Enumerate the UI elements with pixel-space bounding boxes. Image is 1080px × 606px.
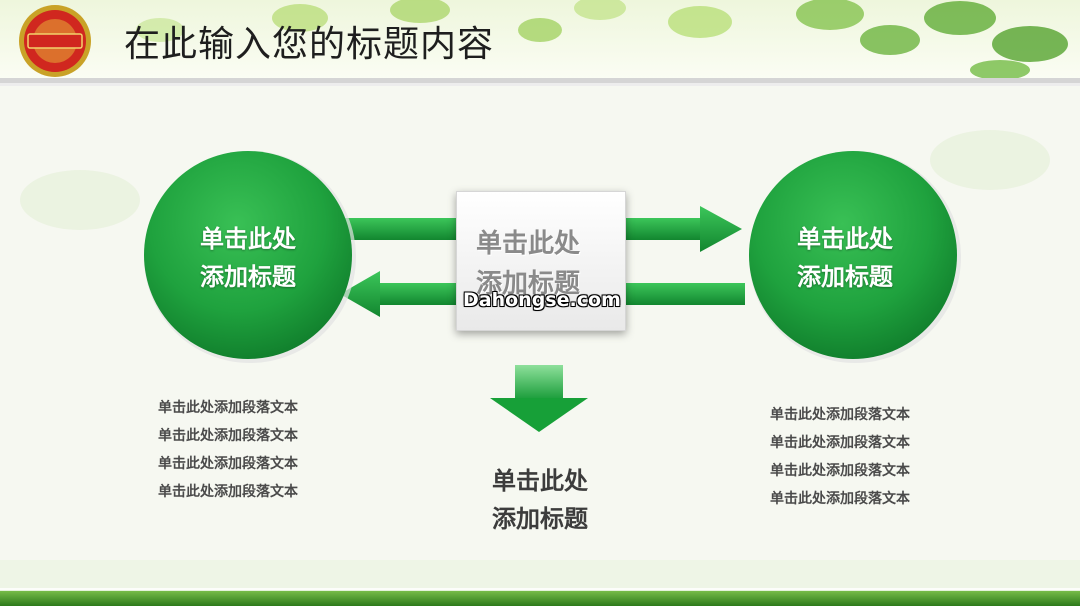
- left-circle-title[interactable]: 单击此处 添加标题: [168, 220, 328, 296]
- right-circle-line1: 单击此处: [797, 225, 893, 253]
- left-paragraph-line: 单击此处添加段落文本: [158, 484, 298, 500]
- left-circle: [144, 151, 356, 363]
- watermark-text: Dahongse.com: [463, 289, 621, 311]
- left-paragraph-line: 单击此处添加段落文本: [158, 456, 298, 472]
- right-circle-title[interactable]: 单击此处 添加标题: [765, 220, 925, 296]
- right-paragraph-line: 单击此处添加段落文本: [770, 491, 910, 507]
- center-box[interactable]: [456, 191, 626, 331]
- page-title: 在此输入您的标题内容: [124, 24, 495, 65]
- league-emblem: [19, 5, 91, 77]
- bottom-title-line2: 添加标题: [492, 505, 588, 533]
- left-circle-line1: 单击此处: [200, 225, 296, 253]
- right-paragraph[interactable]: 单击此处添加段落文本 单击此处添加段落文本 单击此处添加段落文本 单击此处添加段…: [770, 401, 910, 513]
- left-paragraph-line: 单击此处添加段落文本: [158, 400, 298, 416]
- down-arrow: [490, 365, 588, 432]
- left-circle-line2: 添加标题: [200, 263, 296, 291]
- bottom-title[interactable]: 单击此处 添加标题: [470, 462, 610, 538]
- left-paragraph[interactable]: 单击此处添加段落文本 单击此处添加段落文本 单击此处添加段落文本 单击此处添加段…: [158, 394, 298, 506]
- right-paragraph-line: 单击此处添加段落文本: [770, 407, 910, 423]
- center-box-line2: 添加标题: [475, 269, 580, 299]
- right-paragraph-line: 单击此处添加段落文本: [770, 463, 910, 479]
- center-box-line1: 单击此处: [475, 229, 580, 259]
- left-paragraph-line: 单击此处添加段落文本: [158, 428, 298, 444]
- right-circle: [749, 151, 961, 363]
- right-circle-line2: 添加标题: [797, 263, 893, 291]
- bottom-title-line1: 单击此处: [492, 467, 588, 495]
- center-box-title[interactable]: 单击此处 添加标题: [462, 224, 594, 304]
- right-paragraph-line: 单击此处添加段落文本: [770, 435, 910, 451]
